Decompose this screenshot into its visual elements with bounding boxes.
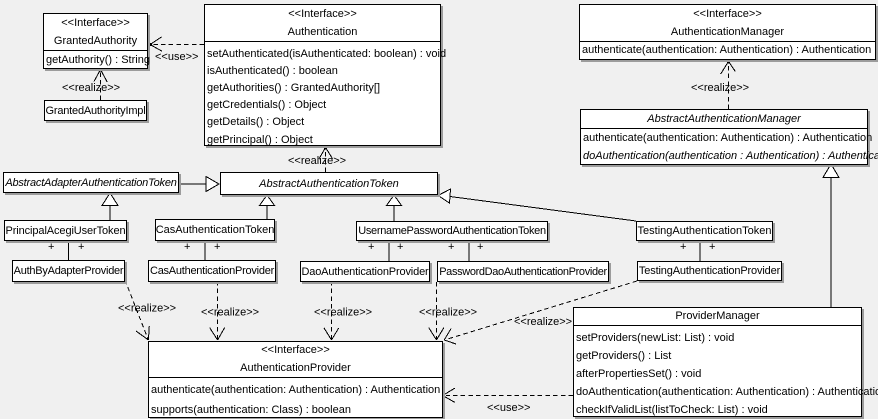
- svg-text:+: +: [78, 241, 84, 253]
- svg-text:+: +: [477, 241, 483, 253]
- svg-text:+: +: [368, 241, 374, 253]
- svg-text:<<realize>>: <<realize>>: [514, 316, 572, 328]
- svg-text:<<realize>>: <<realize>>: [118, 303, 176, 315]
- svg-text:+: +: [48, 241, 54, 253]
- svg-text:+: +: [709, 241, 715, 253]
- svg-text:+: +: [680, 241, 686, 253]
- svg-text:<<realize>>: <<realize>>: [314, 307, 372, 319]
- svg-text:+: +: [184, 241, 190, 253]
- svg-text:<<realize>>: <<realize>>: [62, 82, 120, 94]
- svg-text:<<use>>: <<use>>: [487, 402, 530, 414]
- svg-text:<<use>>: <<use>>: [155, 51, 198, 63]
- svg-text:<<realize>>: <<realize>>: [419, 307, 477, 319]
- svg-text:+: +: [214, 241, 220, 253]
- svg-text:<<realize>>: <<realize>>: [201, 307, 259, 319]
- svg-text:+: +: [397, 241, 403, 253]
- svg-text:+: +: [448, 241, 454, 253]
- svg-text:<<realize>>: <<realize>>: [288, 155, 346, 167]
- svg-text:<<realize>>: <<realize>>: [691, 82, 749, 94]
